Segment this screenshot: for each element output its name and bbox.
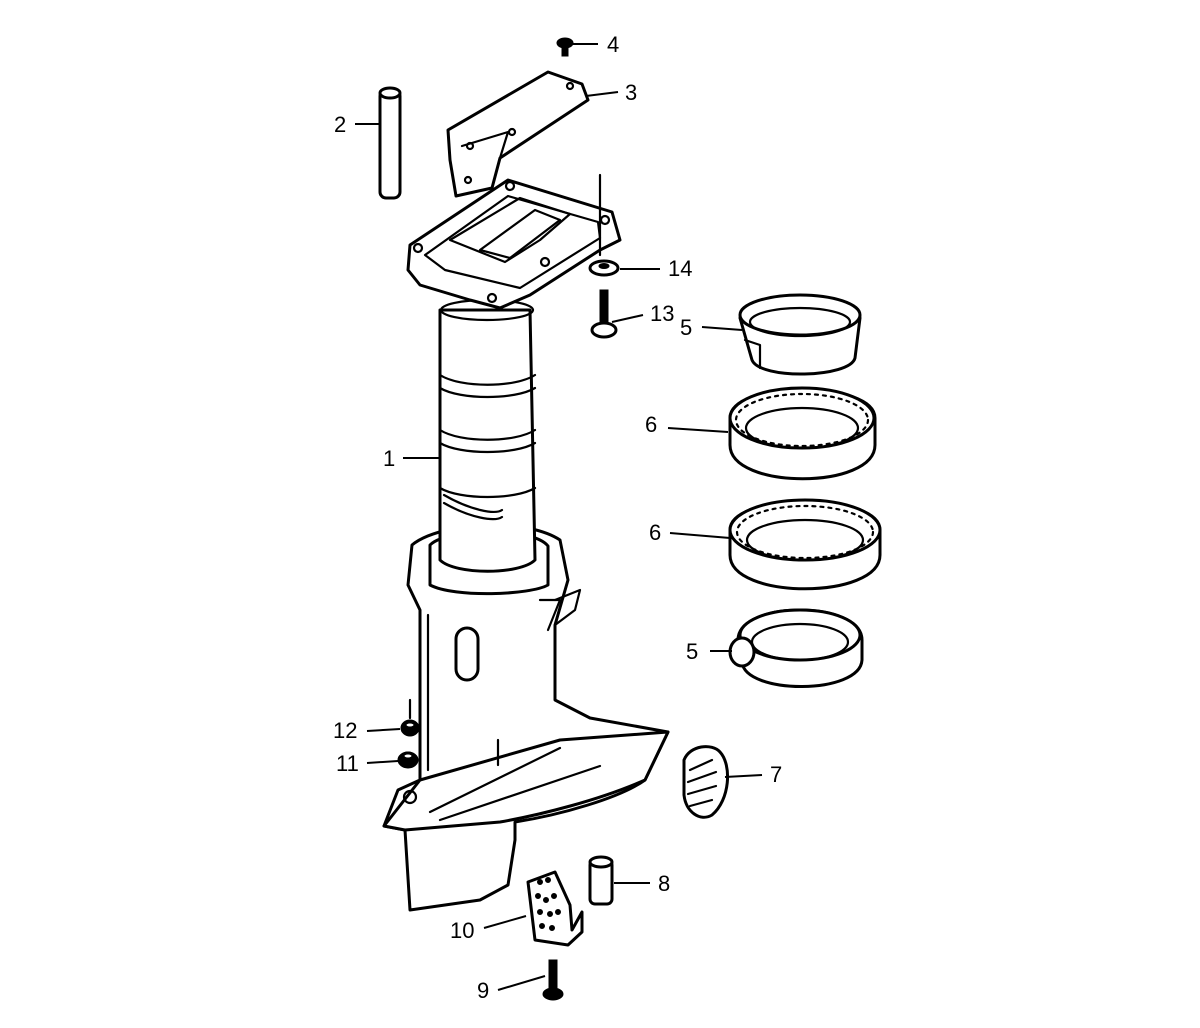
driveshaft-housing-part-1 xyxy=(382,173,670,912)
callout-10: 10 xyxy=(450,918,474,943)
washer-part-14 xyxy=(588,259,620,277)
callout-14: 14 xyxy=(668,256,692,281)
leader-13 xyxy=(611,314,644,323)
leader-5a xyxy=(701,326,743,331)
callout-3: 3 xyxy=(625,80,637,105)
anode-bracket-part-10 xyxy=(526,870,584,947)
leader-7 xyxy=(724,774,763,778)
callout-1: 1 xyxy=(383,446,395,471)
callout-6-lower: 6 xyxy=(649,520,661,545)
screw-part-4 xyxy=(556,37,574,57)
leader-11 xyxy=(366,760,399,764)
callout-7: 7 xyxy=(770,762,782,787)
plug-part-7 xyxy=(682,745,730,819)
screw-part-9 xyxy=(542,959,564,1001)
bushing-part-5-lower xyxy=(728,608,864,688)
callout-5-upper: 5 xyxy=(680,315,692,340)
callout-8: 8 xyxy=(658,871,670,896)
leader-9 xyxy=(497,975,546,991)
leader-12 xyxy=(366,728,401,732)
sleeve-part-8 xyxy=(588,855,614,906)
leader-lines xyxy=(355,43,763,991)
leader-6a xyxy=(667,427,729,433)
cover-plate-part-3 xyxy=(446,70,590,198)
callout-4: 4 xyxy=(607,32,619,57)
bushing-part-5-upper xyxy=(738,293,862,376)
nut-part-11 xyxy=(397,751,419,769)
bearing-ring-part-6-upper xyxy=(728,386,877,481)
callout-2: 2 xyxy=(334,112,346,137)
callout-12: 12 xyxy=(333,718,357,743)
bearing-ring-part-6-lower xyxy=(728,498,882,591)
callout-11: 11 xyxy=(336,751,359,776)
leader-3 xyxy=(585,91,619,97)
washer-part-12 xyxy=(400,698,420,737)
bolt-part-13 xyxy=(590,289,618,339)
pin-part-2 xyxy=(378,86,402,200)
callout-13: 13 xyxy=(650,301,674,326)
callout-9: 9 xyxy=(477,978,489,1003)
leader-10 xyxy=(483,915,527,929)
callout-6-upper: 6 xyxy=(645,412,657,437)
callout-5-lower: 5 xyxy=(686,639,698,664)
callout-labels: 1 2 3 4 5 5 6 6 7 8 9 10 11 12 13 14 xyxy=(333,32,782,1003)
leader-6b xyxy=(669,532,731,539)
